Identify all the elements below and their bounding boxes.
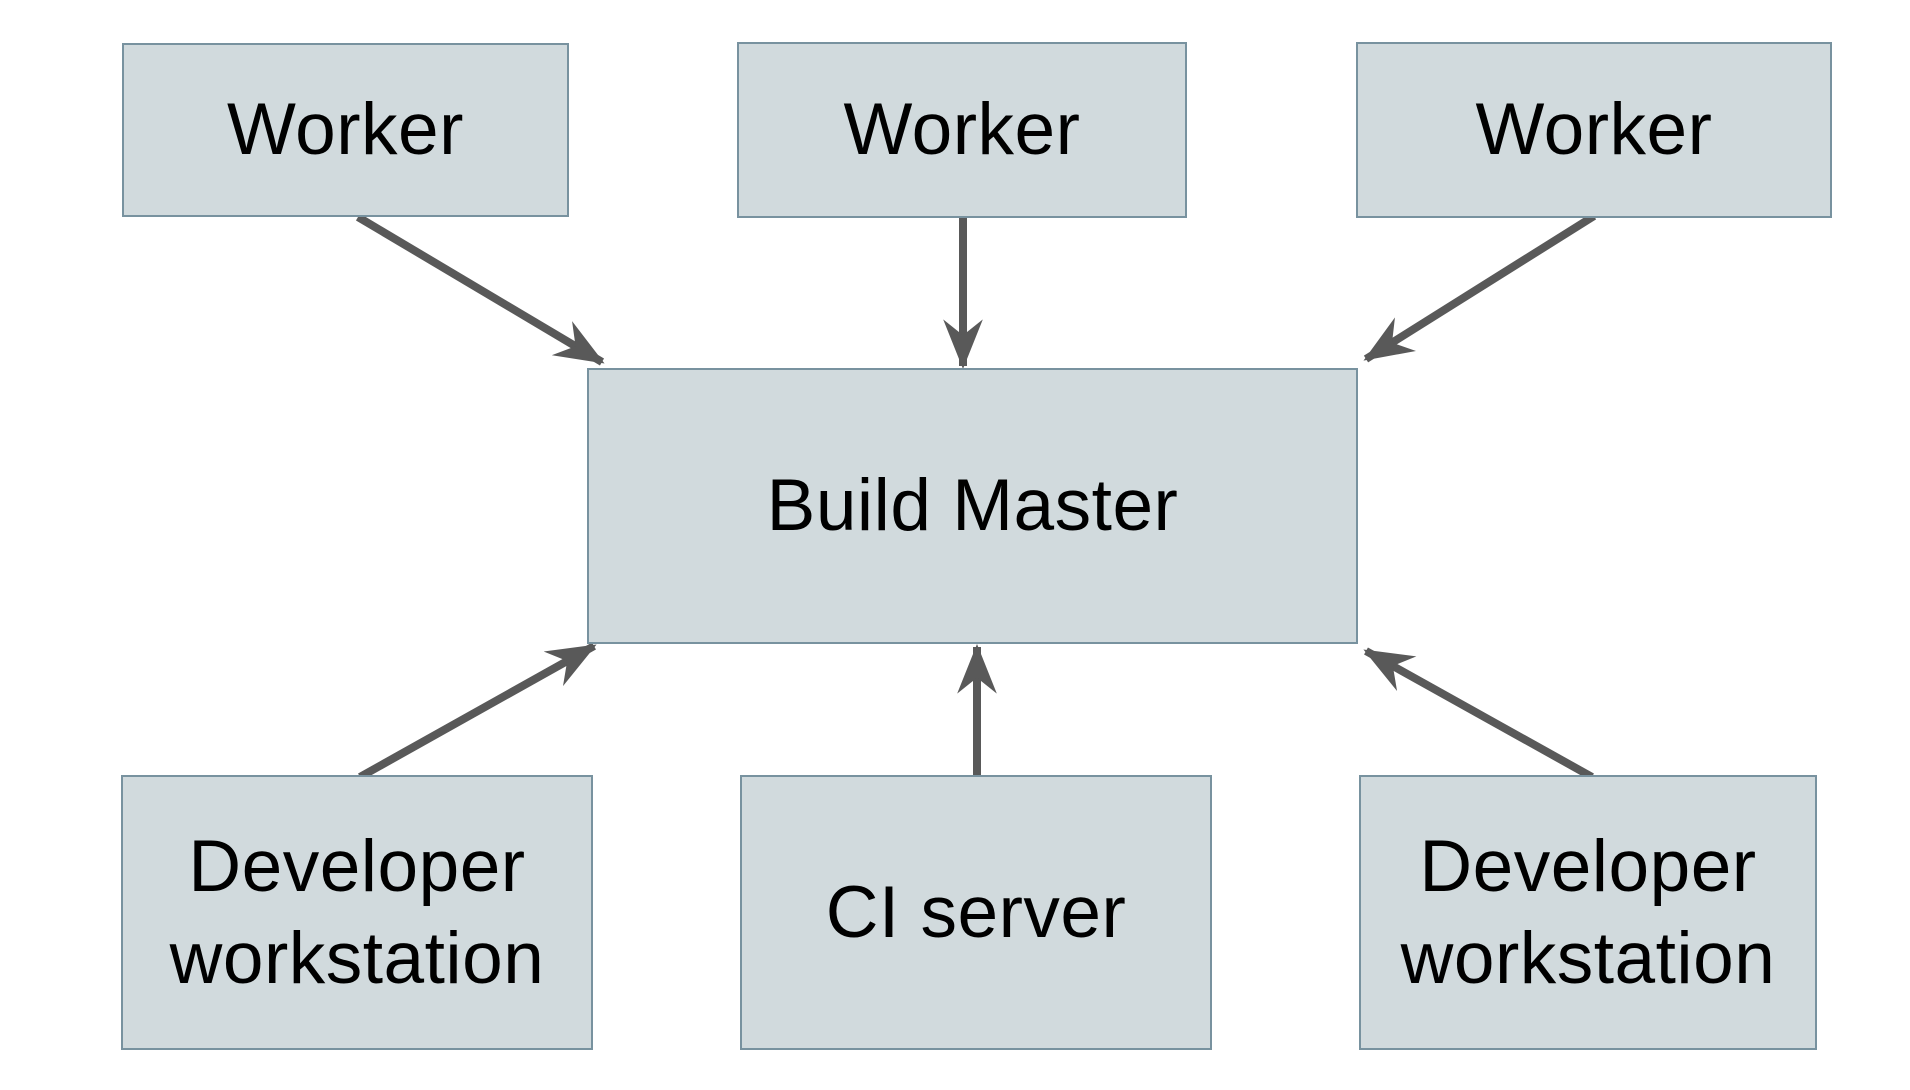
- node-label-ci-server: CI server: [825, 871, 1127, 953]
- arrow-dev-workstation-left-to-build-master: [358, 642, 597, 781]
- node-worker-1: Worker: [122, 43, 569, 217]
- node-label-worker-1: Worker: [227, 89, 464, 171]
- node-dev-workstation-left: Developer workstation: [121, 775, 593, 1050]
- node-build-master: Build Master: [587, 368, 1358, 644]
- node-label-worker-2: Worker: [843, 89, 1081, 171]
- arrow-worker-3-to-build-master: [1363, 212, 1597, 363]
- node-worker-2: Worker: [737, 42, 1187, 218]
- node-label-build-master: Build Master: [766, 465, 1179, 547]
- arrow-dev-workstation-right-to-build-master: [1363, 647, 1594, 781]
- node-dev-workstation-right: Developer workstation: [1359, 775, 1817, 1050]
- node-label-worker-3: Worker: [1475, 89, 1713, 171]
- node-label-dev-workstation-left: Developer workstation: [169, 825, 545, 999]
- node-worker-3: Worker: [1356, 42, 1832, 218]
- node-label-dev-workstation-right: Developer workstation: [1400, 825, 1776, 999]
- node-ci-server: CI server: [740, 775, 1212, 1050]
- arrow-worker-1-to-build-master: [355, 213, 605, 366]
